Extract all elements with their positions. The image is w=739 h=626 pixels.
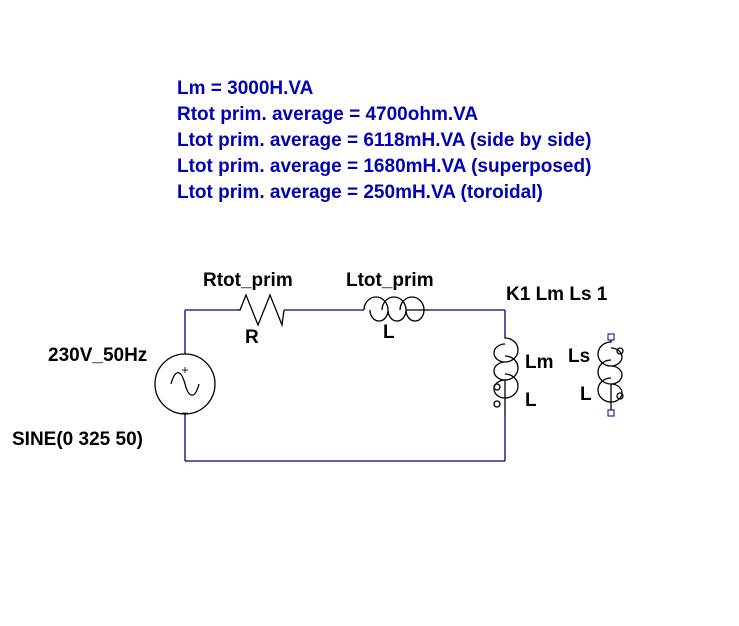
- series-inductor-coils: [363, 296, 430, 322]
- spice-directives: Lm = 3000H.VA Rtot prim. average = 4700o…: [177, 78, 591, 203]
- secondary-pin-top[interactable]: [607, 333, 615, 341]
- secondary-inductor-name-label[interactable]: Ls: [568, 346, 590, 367]
- source-plus-sign: +: [181, 363, 188, 377]
- directive-line-1[interactable]: Lm = 3000H.VA: [177, 78, 314, 99]
- directive-line-3[interactable]: Ltot prim. average = 6118mH.VA (side by …: [177, 130, 591, 151]
- resistor-zigzag: [236, 293, 285, 328]
- source-minus-sign: −: [181, 406, 188, 420]
- sine-wave-icon: [170, 372, 200, 396]
- series-inductor-type-label[interactable]: L: [383, 322, 395, 343]
- resistor-name-label[interactable]: Rtot_prim: [203, 270, 293, 291]
- inductor-ls[interactable]: [597, 333, 624, 417]
- series-inductor-name-label[interactable]: Ltot_prim: [346, 270, 434, 291]
- inductor-ltot-prim[interactable]: [363, 296, 430, 322]
- secondary-pin-bottom[interactable]: [607, 409, 615, 417]
- directive-line-4[interactable]: Ltot prim. average = 1680mH.VA (superpos…: [177, 156, 591, 177]
- resistor-type-label[interactable]: R: [245, 327, 259, 348]
- secondary-inductor-coils: [597, 340, 623, 410]
- resistor-rtot-prim[interactable]: [236, 293, 285, 328]
- source-value-label[interactable]: SINE(0 325 50): [12, 429, 143, 450]
- primary-phase-dot-2: [493, 400, 501, 408]
- wires: [184, 309, 506, 462]
- directive-line-2[interactable]: Rtot prim. average = 4700ohm.VA: [177, 104, 478, 125]
- secondary-inductor-type-label[interactable]: L: [580, 384, 592, 405]
- primary-phase-dot: [493, 383, 501, 391]
- voltage-source[interactable]: + −: [154, 352, 216, 420]
- inductor-lm[interactable]: [493, 334, 519, 415]
- primary-inductor-name-label[interactable]: Lm: [525, 352, 554, 373]
- secondary-phase-dot-2: [616, 392, 624, 400]
- primary-inductor-coils: [493, 334, 519, 415]
- primary-inductor-type-label[interactable]: L: [525, 390, 537, 411]
- source-body: [154, 353, 216, 415]
- coupling-statement[interactable]: K1 Lm Ls 1: [506, 284, 608, 305]
- source-name-label[interactable]: 230V_50Hz: [48, 345, 147, 366]
- secondary-phase-dot: [616, 347, 624, 355]
- directive-line-5[interactable]: Ltot prim. average = 250mH.VA (toroidal): [177, 182, 543, 203]
